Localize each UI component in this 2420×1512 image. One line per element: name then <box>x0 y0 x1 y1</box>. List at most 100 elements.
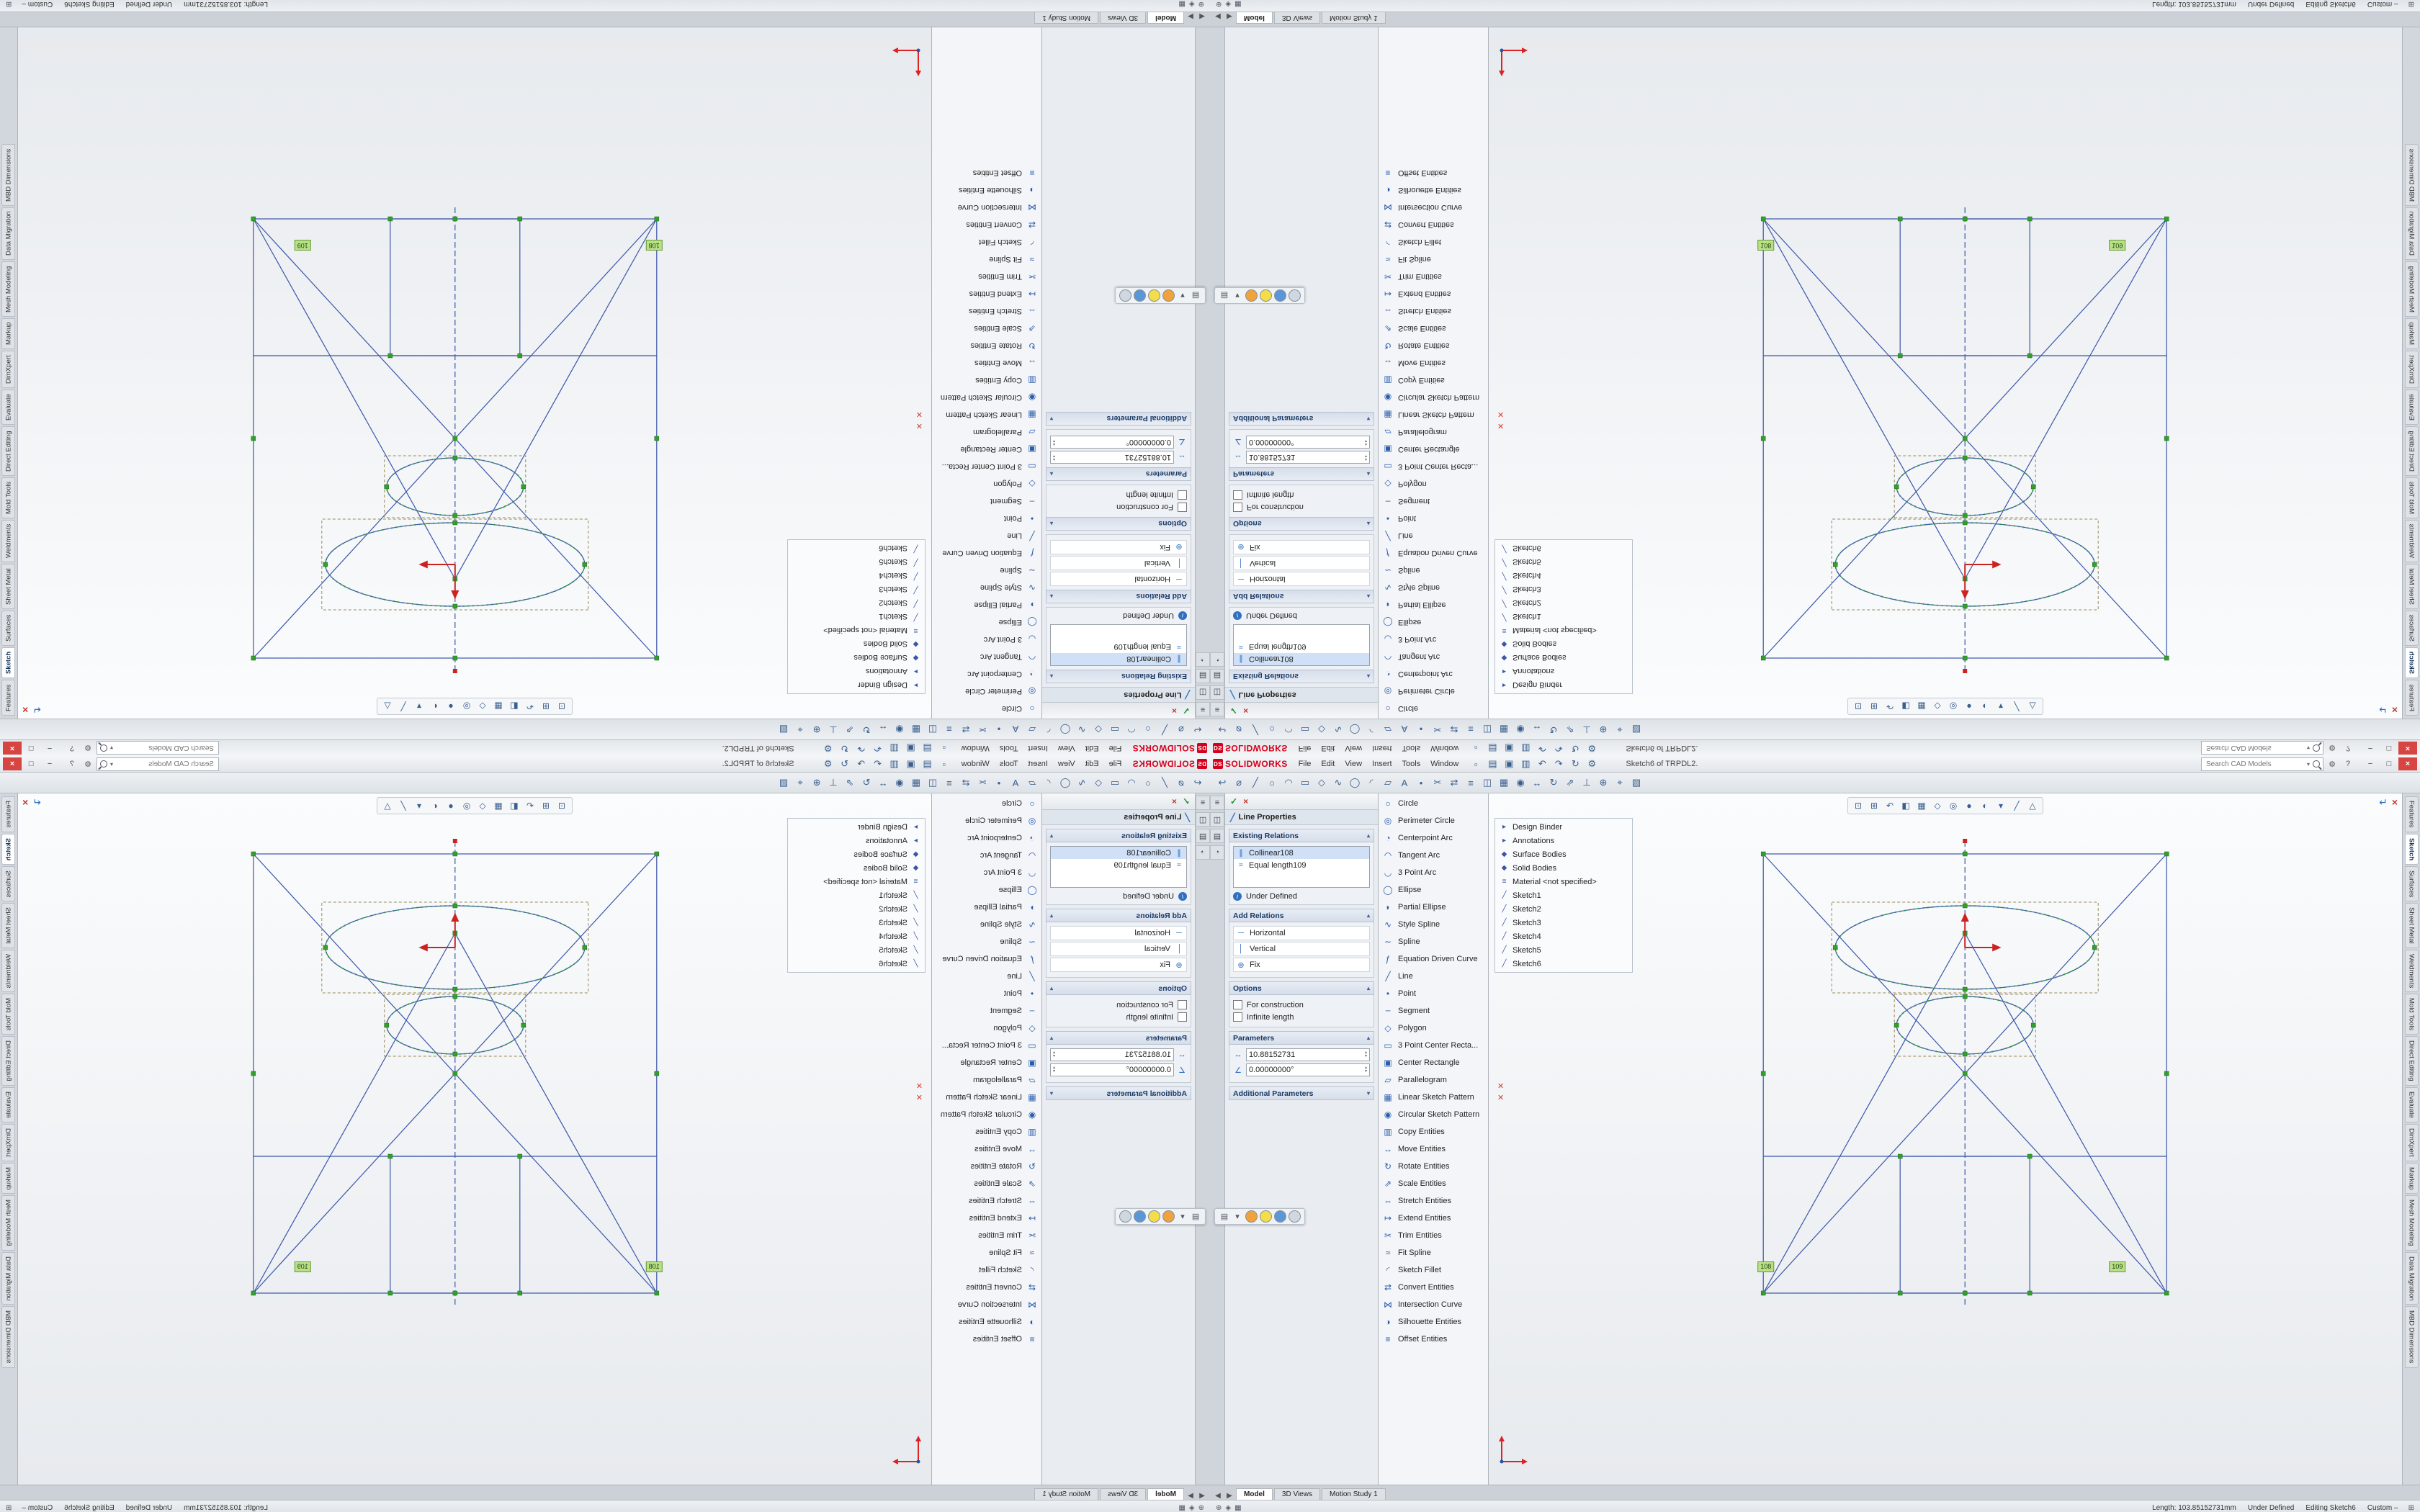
convert-entities[interactable]: ⇄ Convert Entities <box>932 1279 1041 1296</box>
stretch-entities[interactable]: ⇔ Stretch Entities <box>1379 302 1488 320</box>
centerpoint-arc-icon[interactable]: ◠ <box>1284 724 1293 735</box>
view-orientation-icon[interactable]: ▦ <box>494 701 503 711</box>
point-icon[interactable]: • <box>997 777 1001 788</box>
extend-entities[interactable]: ↦ Extend Entities <box>932 1210 1041 1227</box>
relations-listbox[interactable]: ∥ Collinear108 = Equal length109 <box>1050 624 1187 666</box>
add-relation-button[interactable]: ⊛ Fix <box>1233 540 1370 554</box>
search-box[interactable]: ▾ <box>97 741 219 755</box>
display-relations-icon[interactable]: ⊥ <box>1582 724 1591 735</box>
document-tab[interactable]: Motion Study 1 <box>1034 1488 1099 1500</box>
spline[interactable]: ∼ Spline <box>1379 562 1488 579</box>
parameters-header[interactable]: Parameters ▴ <box>1229 467 1374 481</box>
linear-pattern-icon[interactable]: ▦ <box>911 777 921 788</box>
options-icon[interactable]: ⚙ <box>823 758 833 769</box>
text-icon[interactable]: A <box>1401 777 1408 788</box>
redo-icon[interactable]: ↷ <box>857 758 866 769</box>
circle[interactable]: ○ Circle <box>1379 795 1488 812</box>
command-tab[interactable]: Markup <box>2404 318 2419 350</box>
partial-ellipse[interactable]: ◗ Partial Ellipse <box>1379 899 1488 916</box>
centerpoint-arc[interactable]: ◔ Centerpoint Arc <box>1379 665 1488 683</box>
tab-scroll-left-icon[interactable]: ◀ <box>1215 12 1221 20</box>
command-tab[interactable]: Mesh Modeling <box>1 261 16 317</box>
point-icon[interactable]: • <box>997 724 1001 735</box>
command-tab[interactable]: Mold Tools <box>2404 477 2419 518</box>
rotate-entities[interactable]: ↻ Rotate Entities <box>1379 337 1488 354</box>
tree-item[interactable]: ╱ Sketch6 <box>788 957 925 971</box>
rotate-entities-icon[interactable]: ↻ <box>1549 724 1558 735</box>
new-icon[interactable]: ▫ <box>1474 758 1478 770</box>
equation-driven-curve[interactable]: ƒ Equation Driven Curve <box>932 950 1041 968</box>
polygon-icon[interactable]: ◇ <box>1318 724 1325 735</box>
command-tab[interactable]: Mesh Modeling <box>1 1195 16 1251</box>
spinner-icon[interactable]: ▴▾ <box>1053 1050 1056 1058</box>
search-chevron-icon[interactable]: ▾ <box>2306 744 2310 752</box>
menu-item[interactable]: File <box>1108 744 1122 752</box>
line-icon[interactable]: ╱ <box>1162 777 1168 788</box>
document-tab[interactable]: Model <box>1147 12 1184 24</box>
menu-item[interactable]: View <box>1057 744 1075 752</box>
sketch-canvas[interactable] <box>1720 161 2210 680</box>
appearance-gray-orb[interactable] <box>1119 1210 1131 1223</box>
move-entities-icon[interactable]: ↔ <box>1532 724 1542 735</box>
perimeter-circle[interactable]: ◎ Perimeter Circle <box>1379 812 1488 829</box>
tree-item[interactable]: ▸ Annotations <box>1495 834 1632 847</box>
apply-scene-icon[interactable]: ◐ <box>432 701 438 711</box>
circular-sketch-pattern[interactable]: ◉ Circular Sketch Pattern <box>932 1106 1041 1123</box>
scale-entities-icon[interactable]: ⇗ <box>1566 724 1574 735</box>
three-point-arc[interactable]: ◡ 3 Point Arc <box>1379 631 1488 648</box>
rebuild-icon[interactable]: ↻ <box>841 743 849 754</box>
sketch-canvas[interactable] <box>1720 832 2210 1351</box>
smart-dimension-icon[interactable]: ⌀ <box>1236 724 1242 735</box>
parameter-input[interactable]: 10.88152731 ▴▾ <box>1050 1048 1174 1061</box>
circle-icon[interactable]: ○ <box>1269 777 1275 788</box>
linear-sketch-pattern[interactable]: ▦ Linear Sketch Pattern <box>1379 406 1488 423</box>
tangent-arc[interactable]: ◠ Tangent Arc <box>932 847 1041 864</box>
configuration-tab-icon[interactable]: ▤ <box>1196 829 1210 843</box>
grid-status-icon[interactable]: ▦ <box>1178 1503 1186 1512</box>
menu-item[interactable]: File <box>1298 744 1312 752</box>
command-tab[interactable]: Sketch <box>1 833 16 865</box>
document-tab[interactable]: Model <box>1147 1488 1184 1500</box>
additional-parameters-header[interactable]: Additional Parameters ▾ <box>1229 412 1374 426</box>
search-input[interactable] <box>116 759 215 769</box>
circular-sketch-pattern[interactable]: ◉ Circular Sketch Pattern <box>932 389 1041 406</box>
perimeter-circle[interactable]: ◎ Perimeter Circle <box>932 683 1041 700</box>
tree-item[interactable]: ╱ Sketch3 <box>1495 582 1632 596</box>
circle-icon[interactable]: ○ <box>1269 724 1275 735</box>
exit-sketch-icon[interactable]: ↩ <box>1193 777 1202 788</box>
command-tab[interactable]: Sheet Metal <box>1 903 16 948</box>
extend-entities[interactable]: ↦ Extend Entities <box>1379 1210 1488 1227</box>
smart-dimension-icon[interactable]: ⌀ <box>1178 777 1184 788</box>
equation-driven-curve[interactable]: ƒ Equation Driven Curve <box>932 544 1041 562</box>
sketch-fillet[interactable]: ◜ Sketch Fillet <box>932 233 1041 251</box>
existing-relations-header[interactable]: Existing Relations ▴ <box>1046 829 1191 842</box>
minimize-button[interactable]: − <box>2367 760 2373 768</box>
sketch-fillet-icon[interactable]: ◜ <box>1369 777 1373 788</box>
tree-item[interactable]: ╱ Sketch1 <box>1495 888 1632 902</box>
offset-entities-icon[interactable]: ≡ <box>946 777 952 788</box>
grid-status-icon[interactable]: ▦ <box>1178 0 1186 9</box>
gear-icon[interactable]: ⚙ <box>2329 760 2336 769</box>
relation-item[interactable]: = Equal length109 <box>1051 859 1186 871</box>
view-orientation-icon[interactable]: ▤ <box>1191 291 1200 300</box>
three-point-center-rectangle[interactable]: ▭ 3 Point Center Recta... <box>1379 1037 1488 1054</box>
linear-pattern-icon[interactable]: ▦ <box>1499 777 1509 788</box>
tab-scroll-right-icon[interactable]: ▶ <box>1188 12 1193 20</box>
command-tab[interactable]: Weldments <box>1 519 16 563</box>
spline-icon[interactable]: ∿ <box>1334 777 1343 788</box>
sketch-fillet[interactable]: ◜ Sketch Fillet <box>1379 1261 1488 1279</box>
circle[interactable]: ○ Circle <box>1379 700 1488 717</box>
line[interactable]: ╱ Line <box>932 527 1041 544</box>
parameter-input[interactable]: 10.88152731 ▴▾ <box>1246 451 1370 464</box>
search-box[interactable]: ▾ <box>2201 741 2323 755</box>
perspective-icon[interactable]: △ <box>2029 801 2036 811</box>
command-tab[interactable]: Mold Tools <box>1 477 16 518</box>
command-tab[interactable]: DimXpert <box>2404 351 2419 389</box>
more-options-icon[interactable]: ▾ <box>1180 291 1185 300</box>
parameter-input[interactable]: 10.88152731 ▴▾ <box>1246 1048 1370 1061</box>
checkbox[interactable] <box>1178 1012 1187 1022</box>
spline[interactable]: ∼ Spline <box>932 562 1041 579</box>
command-tab[interactable]: MBD Dimensions <box>1 1306 16 1368</box>
center-rectangle[interactable]: ▣ Center Rectangle <box>1379 441 1488 458</box>
save-icon[interactable]: ▣ <box>906 758 915 769</box>
